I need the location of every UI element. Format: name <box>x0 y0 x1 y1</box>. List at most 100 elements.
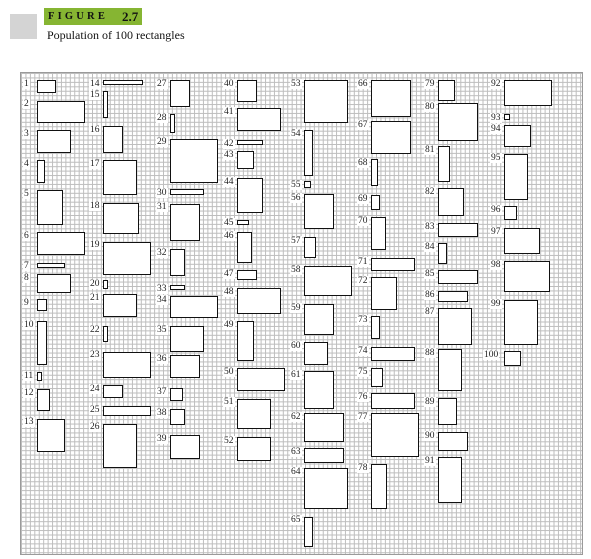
rectangle-label: 25 <box>89 405 101 415</box>
rectangle-30 <box>170 189 204 195</box>
rectangle-label: 34 <box>156 295 168 305</box>
rectangle-72 <box>371 277 397 310</box>
rectangle-43 <box>237 151 254 169</box>
rectangle-100 <box>504 351 521 366</box>
rectangle-86 <box>438 291 468 302</box>
rectangle-91 <box>438 457 462 503</box>
rectangle-55 <box>304 181 311 188</box>
rectangle-label: 99 <box>490 299 502 309</box>
rectangle-79 <box>438 80 455 101</box>
rectangle-label: 29 <box>156 137 168 147</box>
rectangle-95 <box>504 154 528 200</box>
rectangle-label: 50 <box>223 367 235 377</box>
rectangle-label: 67 <box>357 120 369 130</box>
rectangle-label: 59 <box>290 303 302 313</box>
rectangle-label: 52 <box>223 436 235 446</box>
rectangle-label: 21 <box>89 293 101 303</box>
rectangle-label: 32 <box>156 248 168 258</box>
rectangle-5 <box>37 190 63 225</box>
rectangle-label: 13 <box>23 417 35 427</box>
rectangle-label: 57 <box>290 236 302 246</box>
rectangle-label: 62 <box>290 412 302 422</box>
rectangle-93 <box>504 114 510 120</box>
rectangle-label: 8 <box>23 273 30 283</box>
rectangle-94 <box>504 125 531 147</box>
rectangle-51 <box>237 399 271 429</box>
figure-caption: Population of 100 rectangles <box>47 28 185 42</box>
rectangle-label: 49 <box>223 320 235 330</box>
rectangle-89 <box>438 398 457 425</box>
rectangle-59 <box>304 304 334 335</box>
rectangle-70 <box>371 217 386 250</box>
rectangle-label: 41 <box>223 107 235 117</box>
rectangle-label: 40 <box>223 79 235 89</box>
rectangle-label: 9 <box>23 298 30 308</box>
rectangle-78 <box>371 464 387 509</box>
rectangle-label: 24 <box>89 384 101 394</box>
rectangle-label: 75 <box>357 367 369 377</box>
rectangle-label: 84 <box>424 242 436 252</box>
rectangle-label: 45 <box>223 218 235 228</box>
rectangle-label: 93 <box>490 113 502 123</box>
rectangle-label: 28 <box>156 113 168 123</box>
rectangle-26 <box>103 424 137 468</box>
rectangle-label: 87 <box>424 307 436 317</box>
rectangle-label: 38 <box>156 408 168 418</box>
rectangle-label: 74 <box>357 346 369 356</box>
rectangle-label: 64 <box>290 467 302 477</box>
rectangle-69 <box>371 195 380 210</box>
figure-label-word: FIGURE <box>48 11 109 22</box>
rectangle-24 <box>103 385 123 398</box>
rectangle-2 <box>37 101 85 123</box>
rectangle-label: 71 <box>357 257 369 267</box>
rectangle-label: 16 <box>89 125 101 135</box>
rectangle-label: 82 <box>424 187 436 197</box>
rectangle-23 <box>103 352 151 378</box>
rectangle-73 <box>371 316 380 339</box>
rectangle-41 <box>237 108 281 131</box>
rectangle-label: 33 <box>156 284 168 294</box>
rectangle-label: 12 <box>23 388 35 398</box>
rectangle-label: 68 <box>357 158 369 168</box>
rectangle-88 <box>438 349 462 391</box>
rectangle-label: 7 <box>23 261 30 271</box>
rectangle-32 <box>170 249 185 276</box>
rectangle-10 <box>37 321 47 365</box>
rectangle-9 <box>37 299 47 311</box>
rectangle-52 <box>237 437 271 461</box>
rectangle-58 <box>304 266 352 296</box>
rectangle-label: 46 <box>223 231 235 241</box>
figure-label: FIGURE 2.7 <box>44 8 143 25</box>
rectangle-label: 47 <box>223 269 235 279</box>
rectangle-68 <box>371 159 378 186</box>
rectangle-75 <box>371 368 383 387</box>
rectangle-8 <box>37 274 71 293</box>
rectangle-31 <box>170 204 200 241</box>
rectangle-61 <box>304 371 334 409</box>
rectangle-42 <box>237 140 263 145</box>
rectangle-3 <box>37 130 71 153</box>
rectangle-6 <box>37 232 85 255</box>
rectangle-36 <box>170 355 200 378</box>
rectangle-66 <box>371 80 411 117</box>
rectangle-label: 55 <box>290 180 302 190</box>
rectangle-48 <box>237 288 281 314</box>
rectangle-46 <box>237 232 252 263</box>
rectangle-27 <box>170 80 190 107</box>
rectangle-7 <box>37 263 65 268</box>
rectangle-label: 2 <box>23 99 30 109</box>
rectangle-label: 26 <box>89 422 101 432</box>
rectangle-90 <box>438 432 468 451</box>
rectangle-label: 66 <box>357 79 369 89</box>
rectangle-label: 79 <box>424 79 436 89</box>
rectangle-label: 1 <box>23 79 30 89</box>
rectangle-label: 30 <box>156 188 168 198</box>
rectangle-label: 92 <box>490 79 502 89</box>
rectangle-17 <box>103 160 137 195</box>
figure-number: 2.7 <box>122 8 139 24</box>
rectangle-64 <box>304 468 348 509</box>
rectangle-18 <box>103 203 139 234</box>
rectangle-label: 58 <box>290 265 302 275</box>
rectangle-37 <box>170 388 183 401</box>
rectangle-77 <box>371 413 419 457</box>
